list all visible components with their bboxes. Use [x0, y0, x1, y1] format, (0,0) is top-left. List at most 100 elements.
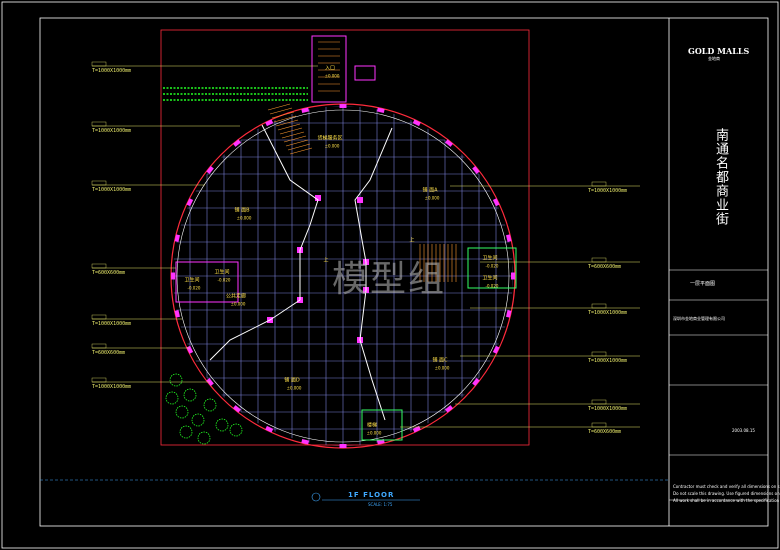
wall-north-west: [261, 124, 319, 251]
company-logo-sub: 金地商: [708, 56, 720, 61]
column: [412, 425, 421, 433]
callout-label: T=1000X1000mm: [92, 68, 132, 74]
callout-label: T=1000X1000mm: [588, 188, 628, 194]
floor-scale: SCALE: 1:75: [368, 502, 393, 507]
column: [492, 198, 500, 207]
column: [265, 425, 274, 433]
column: [301, 107, 310, 113]
wall-south-east: [359, 289, 386, 421]
room-name: 卫生间: [214, 269, 230, 276]
tree: [197, 431, 211, 445]
callout-tag: [91, 343, 107, 349]
company-line: 深圳市金地商业管理有限公司: [673, 316, 725, 321]
stair-tread: [275, 119, 299, 127]
tree: [165, 391, 179, 405]
note-line: Do not scale this drawing. Use figured d…: [673, 491, 780, 496]
room-elevation: -0.020: [187, 285, 201, 291]
room-elevation: -0.020: [485, 263, 499, 269]
room-elevation: ±0.000: [236, 215, 252, 221]
drawing-date: 2003.08.15: [732, 428, 755, 433]
column: [445, 405, 453, 413]
room-name: 货梯服务区: [317, 135, 343, 142]
toilet-block-west: [175, 261, 239, 303]
room-elevation: -0.020: [485, 283, 499, 289]
room-elevation: ±0.000: [230, 301, 246, 307]
column: [472, 166, 480, 174]
floor-title: 1F FLOOR: [348, 491, 395, 499]
column: [445, 139, 453, 147]
callout-tag: [591, 422, 607, 428]
stair-tread: [285, 139, 309, 147]
callout-tag: [591, 351, 607, 357]
callout-tag: [91, 377, 107, 383]
room-name: 铺 面D: [284, 377, 300, 384]
room-elevation: ±0.000: [324, 143, 340, 149]
column: [174, 234, 180, 243]
column: [412, 119, 421, 127]
callout-tag: [591, 399, 607, 405]
wall-north-east: [354, 127, 393, 263]
drawing-number-marker: [311, 492, 321, 502]
callout-tag: [591, 303, 607, 309]
callout-tag: [591, 181, 607, 187]
note-line: Contractor must check and verify all dim…: [673, 484, 780, 489]
room-name: 铺 面B: [234, 207, 250, 214]
sheet-inner-frame: [39, 17, 769, 527]
callout-tag: [91, 180, 107, 186]
column: [511, 272, 515, 280]
column: [233, 405, 241, 413]
callout-label: T=1000X1000mm: [92, 128, 132, 134]
callout-label: T=600X600mm: [92, 270, 126, 276]
column: [301, 439, 310, 445]
column: [506, 234, 512, 243]
callout-label: T=1000X1000mm: [92, 187, 132, 193]
column: [206, 378, 214, 386]
stair-tread: [269, 107, 293, 115]
room-elevation: -0.020: [217, 277, 231, 283]
tree: [169, 373, 183, 387]
stair-tread: [271, 111, 295, 119]
room-name: 铺 面A: [422, 187, 438, 194]
column: [339, 444, 347, 448]
callout-label: T=1000X1000mm: [588, 310, 628, 316]
callout-leaders: [91, 61, 640, 428]
column: [174, 309, 180, 318]
entry-vestibule: [311, 35, 347, 103]
project-title: 南通名都商业街: [713, 128, 728, 226]
landscape-planting: [163, 87, 308, 445]
stair-tread: [287, 143, 311, 151]
drawing-name: 一层平面图: [690, 281, 716, 287]
column: [233, 139, 241, 147]
callout-label: T=1000X1000mm: [92, 321, 132, 327]
room-name: 上: [409, 237, 415, 244]
watermark: 模型组: [332, 259, 447, 300]
callout-label: T=1000X1000mm: [588, 406, 628, 412]
column: [315, 195, 321, 201]
room-elevation: ±0.000: [424, 195, 440, 201]
column: [357, 197, 363, 203]
room-name: 卫生间: [482, 275, 498, 282]
column: [506, 309, 512, 318]
stair-tread: [281, 131, 305, 139]
tree: [229, 423, 243, 437]
callout-label: T=600X600mm: [588, 264, 622, 270]
stair-tread: [273, 115, 297, 123]
entry-canopy: [354, 65, 376, 81]
callout-label: T=600X600mm: [92, 350, 126, 356]
column: [171, 272, 175, 280]
callout-label: T=1000X1000mm: [92, 384, 132, 390]
column: [339, 104, 347, 108]
callout-label: T=1000X1000mm: [588, 358, 628, 364]
stair-tread: [283, 135, 307, 143]
wall-south-west: [209, 299, 301, 361]
building-inner-wall: [176, 109, 510, 443]
stair-tread: [279, 127, 303, 135]
stair-tread: [277, 123, 301, 131]
tree: [175, 405, 189, 419]
column: [376, 107, 385, 113]
tree: [179, 425, 193, 439]
tree: [215, 418, 229, 432]
